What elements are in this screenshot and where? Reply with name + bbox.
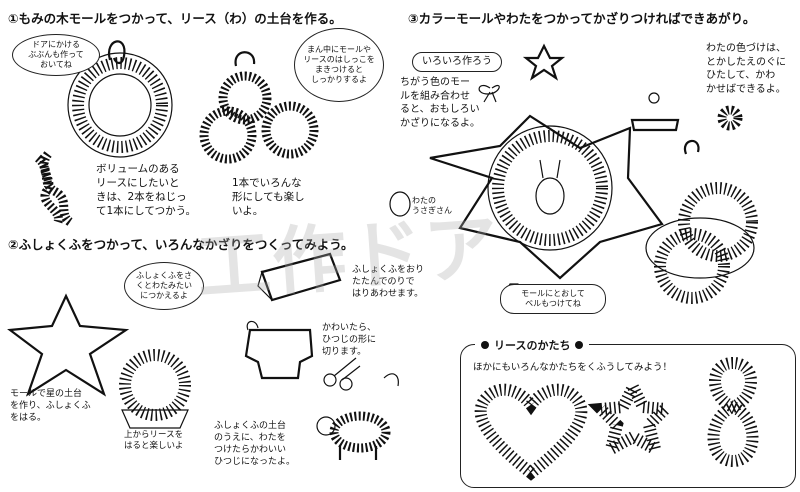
sheep-cut-text: かわいたら、 ひつじの形に 切ります。 [322,323,377,357]
fold-text: ふしょくふをおり たたんでのりで はりあわせます。 [352,265,425,299]
heart-wreath-illustration [474,383,588,481]
big-wreath-illustration [34,40,319,226]
bullet-icon [481,341,489,349]
cotton-tip-bubble: ふしょくふをさ くとわたみたい につかえるよ [124,262,204,310]
step2-drawings [7,252,399,460]
step2-heading: ②ふしょくふをつかって、いろんなかざりをつくってみよう。 [8,237,354,252]
wreath-on-star-text: 上からリースを はると楽しいよ [124,430,184,451]
wreath-shape-drawings [474,356,759,481]
cotton-sheep-text: ふしょくふの土台 のうえに、わたを つけたらかわいい ひつじになったよ。 [214,421,296,467]
step3-illustrations: いろいろ作ろう ちがう色のモー ルを組み合わせ ると、おもしろい かざりになるよ… [389,28,800,328]
star-shape-wreath-illustration [587,373,679,461]
star-base-text: モールで星の土台 を作り、ふしょくふ をはる。 [10,389,91,423]
star-frame-illustration [429,114,664,280]
step3-drawings [389,43,758,307]
shapes-tip-text: 1本でいろんな 形にしても楽し いよ。 [232,177,305,217]
wreath-shapes-title: リースのかたち [475,337,590,353]
rabbit-label: わたの うさぎさん [412,196,452,215]
step3-heading: ③カラーモールやわたをつかってかざりつければできあがり。 [408,11,756,26]
figure-eight-wreath-illustration [707,356,759,468]
sheep-cut-shape [244,328,314,380]
step1-heading: ①もみの木モールをつかって、リース（わ）の土台を作る。 [8,11,342,26]
various-label: いろいろ作ろう [412,52,502,72]
wreath-shapes-box: リースのかたち ほかにもいろんなかたちをくふうしてみよう！ [460,337,796,488]
star-base-illustration [7,293,130,397]
watermark-text: 工作ドア [193,204,504,312]
trefoil-wreath-illustration [199,51,319,164]
lamb-illustration [645,217,755,279]
wreath-shapes-subtitle: ほかにもいろんなかたちをくふうしてみよう！ [473,362,673,373]
door-hook-bubble: ドアにかける ぶぶんも作って おいてね [12,34,100,76]
center-wrap-bubble: まん中にモールや リースのはしっこを まきつけると しっかりするよ [294,28,384,102]
star-wreath-illustration [492,130,608,246]
step2-illustrations: ふしょくふをさ くとわたみたい につかえるよ ふしょくふをおり たたんでのりで … [0,250,424,492]
bullet-icon [575,341,584,349]
dye-tip-text: わたの色づけは、 とかしたえのぐに ひたして、かわ かせばできるよ。 [706,43,786,95]
colors-tip-text: ちがう色のモー ルを組み合わせ ると、おもしろい かざりになるよ。 [400,77,480,129]
step1-illustrations: ドアにかける ぶぶんも作って おいてね まん中にモールや リースのはしっこを ま… [0,0,400,230]
volume-tip-text: ボリュームのある リースにしたいと きは、2本をねじっ て1本にしてつかう。 [96,163,197,217]
bell-tip-bubble: モールにとおして ベルもつけてね [500,284,606,314]
